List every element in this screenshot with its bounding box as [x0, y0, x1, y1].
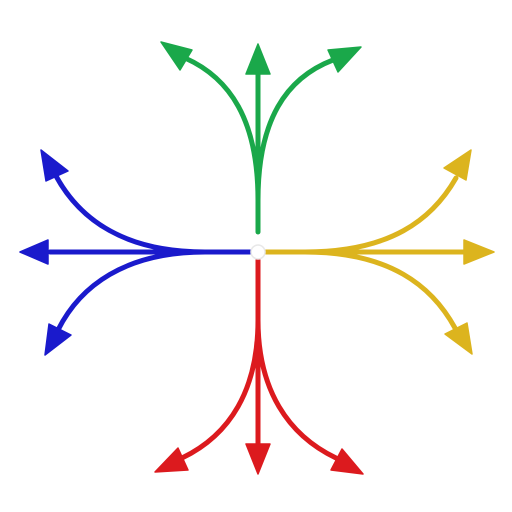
- east-arrow-lower-curve: [302, 249, 458, 331]
- south-arrow-straight-head: [245, 443, 271, 475]
- south-arrow-left-curve: [179, 317, 261, 461]
- north-arrow-group: [160, 41, 362, 235]
- east-arrow-group: [263, 149, 495, 355]
- north-arrow-right-curve: [255, 57, 336, 203]
- west-arrow-group: [19, 149, 253, 356]
- east-arrow-straight-head: [463, 239, 495, 265]
- east-arrow-lower-head: [444, 322, 473, 355]
- west-arrow-lower-head: [44, 323, 72, 356]
- south-arrow-right-curve: [255, 317, 339, 461]
- north-arrow-left-head: [160, 41, 193, 71]
- east-arrow-upper-head: [443, 149, 472, 181]
- east-arrow-upper-curve: [302, 175, 459, 255]
- center-hub: [250, 244, 266, 260]
- south-arrow-group: [154, 257, 364, 475]
- north-arrow-straight-head: [245, 43, 271, 75]
- south-arrow-right-head: [330, 448, 364, 475]
- west-arrow-straight-head: [19, 239, 49, 265]
- west-arrow-upper-head: [40, 149, 69, 182]
- north-arrow-right-head: [327, 46, 362, 73]
- south-arrow-left-head: [154, 447, 189, 473]
- west-arrow-lower-curve: [55, 249, 208, 333]
- west-arrow-upper-curve: [53, 173, 208, 255]
- north-arrow-left-curve: [182, 55, 261, 203]
